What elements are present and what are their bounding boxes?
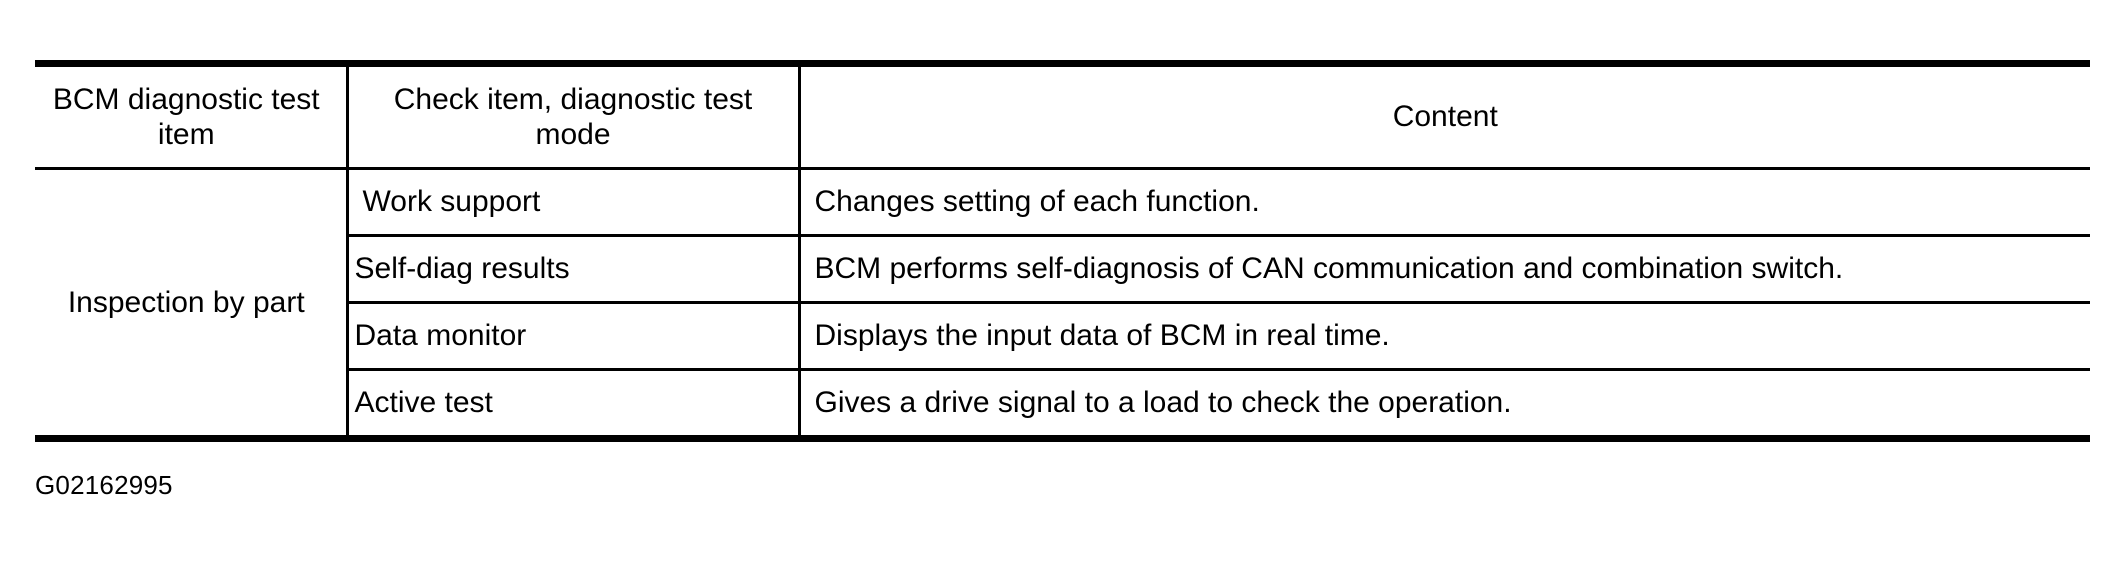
check-item-cell: Self-diag results: [347, 234, 801, 304]
spec-table-container: BCM diagnostic test item Check item, dia…: [35, 60, 2090, 442]
table-header: BCM diagnostic test item Check item, dia…: [35, 62, 2090, 170]
bcm-diagnostic-table: BCM diagnostic test item Check item, dia…: [35, 60, 2090, 442]
content-cell: Displays the input data of BCM in real t…: [797, 301, 2090, 371]
group-label-inspection-by-part: Inspection by part: [35, 168, 349, 440]
table-row: Data monitor Displays the input data of …: [35, 301, 2090, 371]
table-row: Inspection by part Work support Changes …: [35, 168, 2090, 440]
check-item-cell: Active test: [347, 368, 801, 439]
column-header-bcm-diagnostic-test-item: BCM diagnostic test item: [35, 62, 349, 170]
table-row: Self-diag results BCM performs self-diag…: [35, 234, 2090, 304]
content-cell: BCM performs self-diagnosis of CAN commu…: [797, 234, 2090, 304]
content-cell: Gives a drive signal to a load to check …: [797, 368, 2090, 439]
table-header-row: BCM diagnostic test item Check item, dia…: [35, 62, 2090, 170]
column-header-content: Content: [797, 62, 2090, 170]
table-body: Inspection by part Work support Changes …: [35, 168, 2090, 440]
check-item-cell: Data monitor: [347, 301, 801, 371]
figure-caption: G02162995: [35, 470, 173, 500]
column-header-check-item-diagnostic-test-mode: Check item, diagnostic test mode: [345, 62, 801, 170]
check-item-cell: Work support: [345, 168, 801, 237]
table-row: Active test Gives a drive signal to a lo…: [35, 368, 2090, 439]
content-cell: Changes setting of each function.: [797, 168, 2090, 237]
